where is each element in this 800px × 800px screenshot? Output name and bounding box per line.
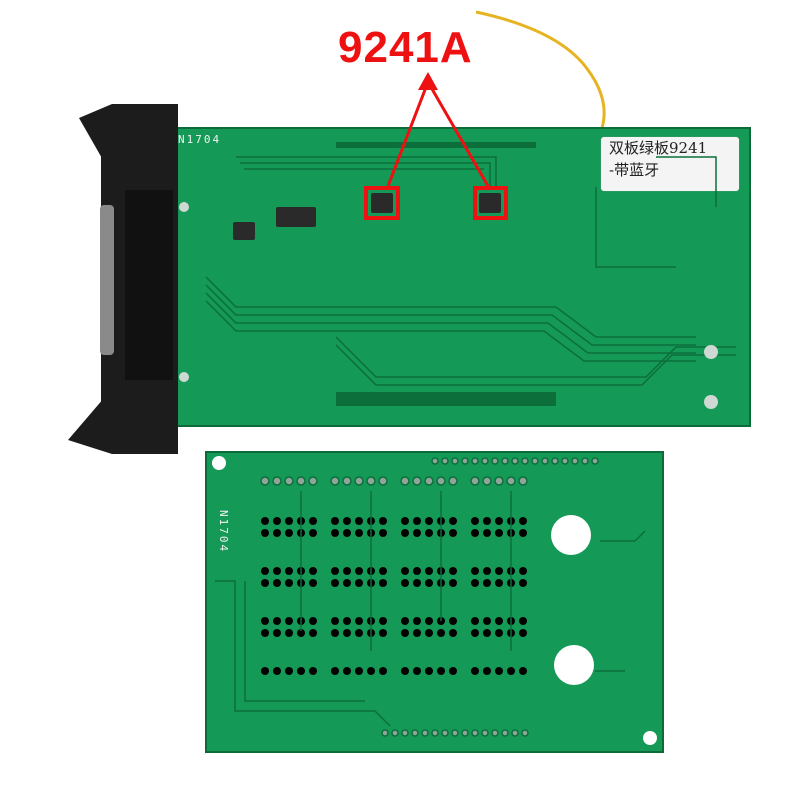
highlight-box-right: [473, 186, 508, 220]
ic-chip-u706: [276, 207, 316, 227]
db-port-metal: [100, 205, 114, 355]
sticker-line-1: 双板绿板9241: [609, 139, 708, 157]
chip-callout-label: 9241A: [338, 23, 473, 72]
ic-chip-9241a-right: [479, 193, 501, 213]
large-hole-upper: [551, 515, 591, 555]
bottom-pcb-board: [205, 451, 664, 753]
sticker-line-2: -带蓝牙: [609, 161, 660, 179]
ic-chip-9241a-left: [371, 193, 393, 213]
highlight-box-left: [364, 186, 400, 220]
mount-hole-bottom-right: [643, 731, 657, 745]
large-hole-lower: [554, 645, 594, 685]
top-board-id: N1704: [178, 133, 222, 146]
mount-hole-top-left: [212, 456, 226, 470]
connector-inner: [125, 190, 173, 380]
bottom-board-pads: [215, 457, 646, 737]
ic-chip-u705: [233, 222, 255, 240]
top-board-traces: [179, 142, 736, 409]
